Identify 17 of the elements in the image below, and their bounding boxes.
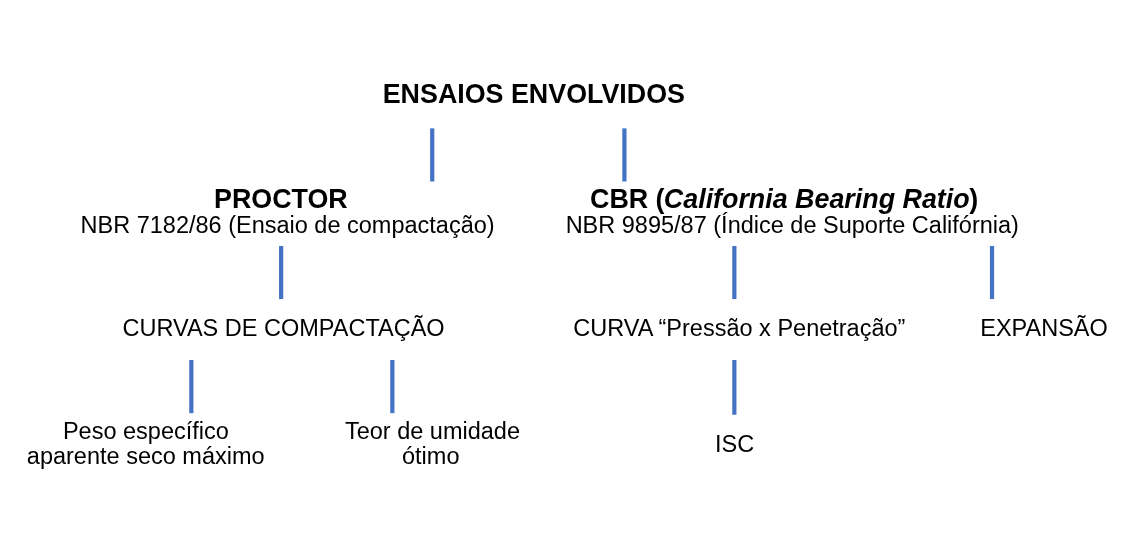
- node-text: EXPANSÃO: [980, 314, 1108, 341]
- node-text: CURVA “Pressão x Penetração”: [573, 314, 906, 341]
- connector: [622, 128, 627, 182]
- node-text: ISC: [715, 430, 755, 457]
- connector: [732, 360, 737, 415]
- node-text: ENSAIOS ENVOLVIDOS: [382, 78, 685, 109]
- connector: [989, 246, 995, 300]
- node-text: PROCTOR NBR 7182/86 (Ensaio de compactação): [80, 184, 495, 238]
- node-text: Teor de umidade ótimo: [344, 418, 520, 470]
- connector: [390, 360, 395, 414]
- connector: [430, 128, 435, 182]
- connector: [189, 360, 194, 414]
- node-text: CURVAS DE COMPACTAÇÃO: [122, 314, 445, 341]
- node-text: Peso específico aparente seco máximo: [26, 418, 265, 470]
- connector: [279, 246, 284, 300]
- connector: [732, 246, 737, 300]
- node-text: CBR (California Bearing Ratio) NBR 9895/87 (Índice de Suporte Califórnia): [565, 184, 1019, 238]
